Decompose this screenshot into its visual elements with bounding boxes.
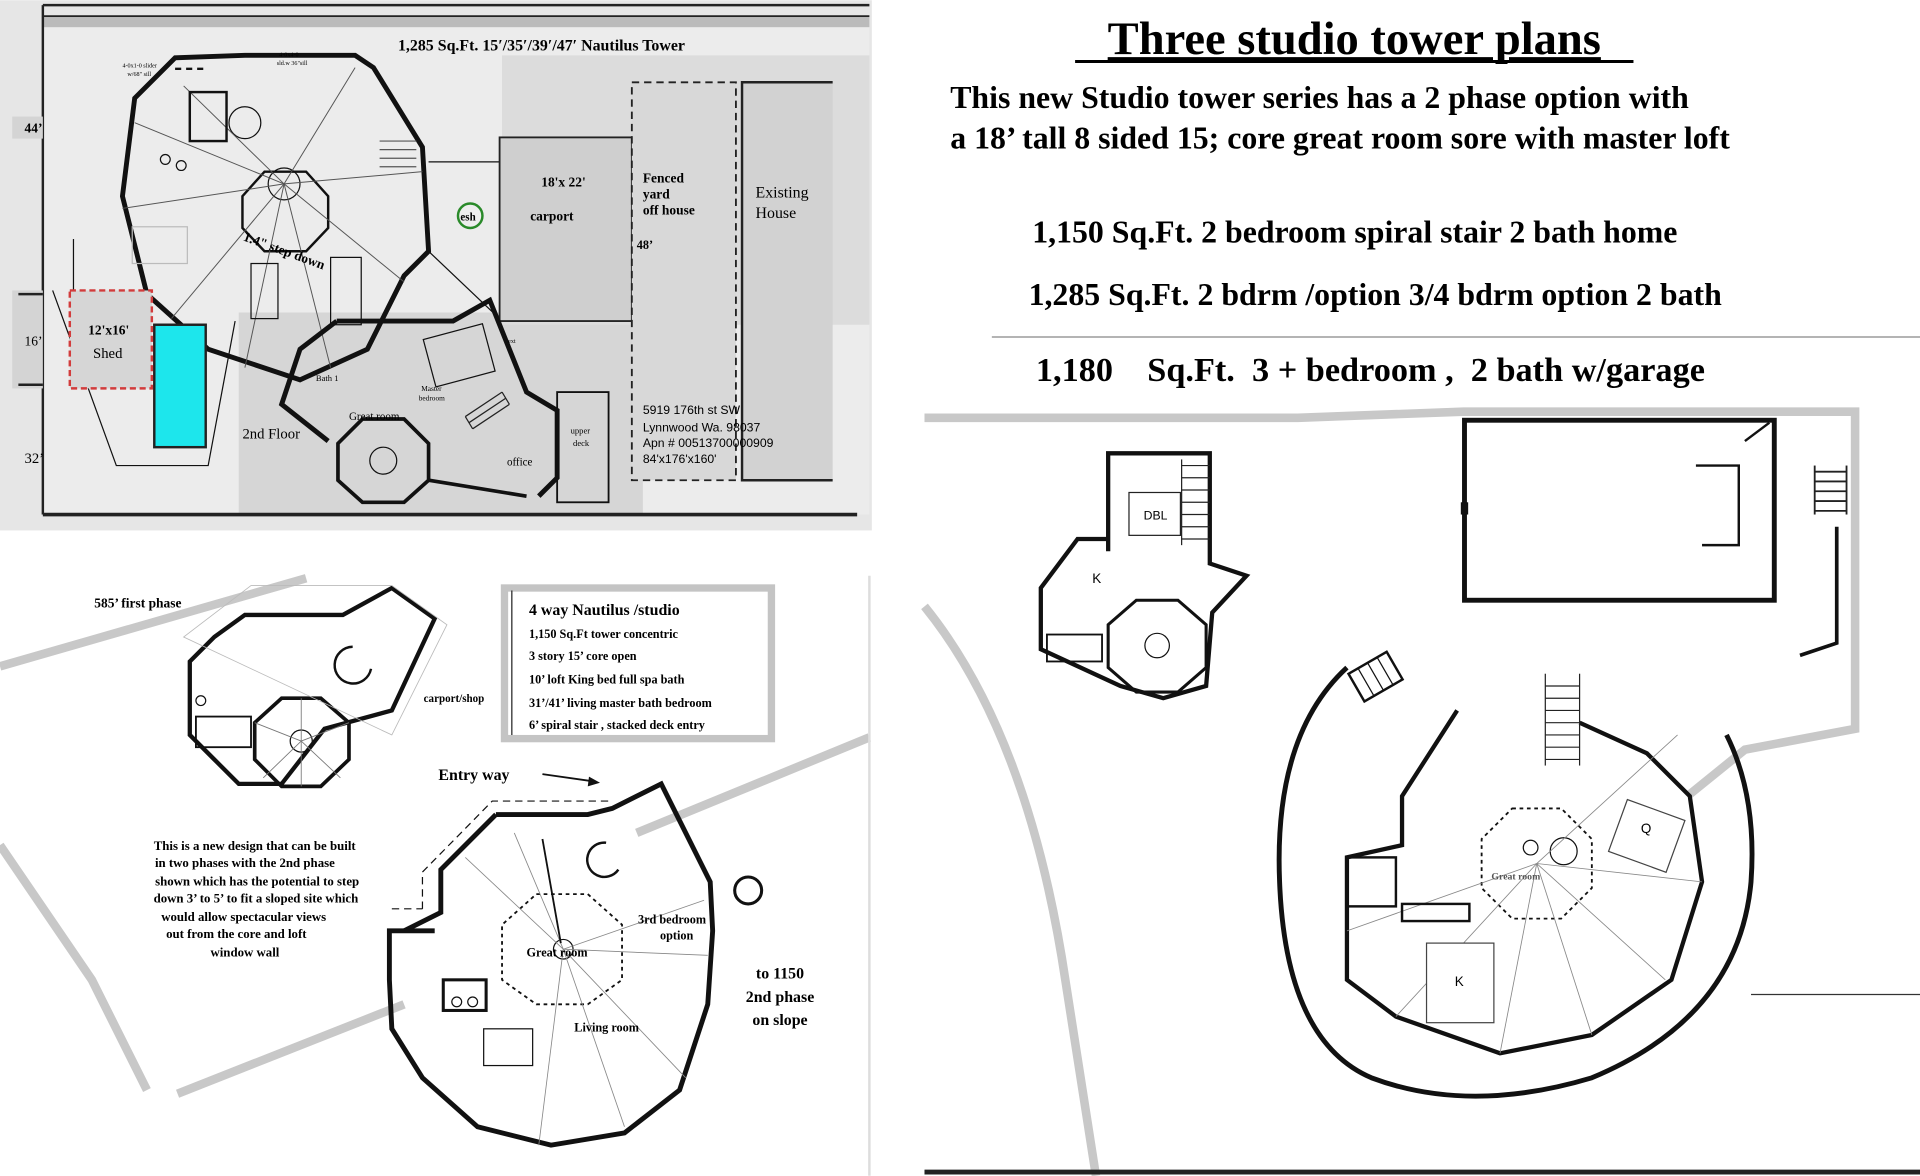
second-phase-plan: Great room 3rd bedroom option Living roo… — [386, 780, 764, 1148]
info-line-3: 10’ loft King bed full spa bath — [529, 673, 685, 687]
shed-size: 12'x16' — [88, 323, 129, 338]
small-tower-plan: DBL K — [1038, 451, 1251, 701]
great-room-label-garage: Great room — [1491, 871, 1540, 882]
carport-label: carport — [530, 209, 574, 224]
carport-size: 18'x 22' — [541, 174, 585, 189]
office-label: office — [507, 457, 533, 469]
description-line-2: in two phases with the 2nd phase — [155, 856, 335, 870]
intro-line-1: This new Studio tower series has a 2 pha… — [950, 80, 1689, 115]
info-line-1: 1,150 Sq.Ft tower concentric — [529, 627, 679, 641]
circle-marker-icon — [733, 875, 764, 906]
dim-48: 48’ — [637, 238, 653, 252]
k-small-label: K — [1092, 571, 1101, 586]
info-line-5: 6’ spiral stair , stacked deck entry — [529, 718, 705, 732]
header-panel: Three studio tower plans This new Studio… — [950, 14, 1920, 389]
address-line-1: 5919 176th st SW — [643, 403, 741, 417]
shed-outline — [68, 289, 154, 390]
upper-deck-line-2: deck — [573, 438, 590, 448]
plan-option-2: 1,285 Sq.Ft. 2 bdrm /option 3/4 bdrm opt… — [1029, 277, 1723, 312]
site-plan-panel: 1,285 Sq.Ft. 15′/35′/39′/47′ Nautilus To… — [0, 0, 872, 531]
info-box: 4 way Nautilus /studio 1,150 Sq.Ft tower… — [500, 584, 776, 743]
carport-outline — [498, 136, 633, 322]
intro-line-2: a 18’ tall 8 sided 15; core great room s… — [950, 120, 1730, 155]
plan-option-3: 1,180 Sq.Ft. 3 + bedroom , 2 bath w/gara… — [1036, 351, 1705, 389]
description-line-7: window wall — [210, 946, 279, 960]
master-bedroom-line-2: bedroom — [419, 394, 445, 403]
dbl-label: DBL — [1144, 508, 1168, 522]
q-label: Q — [1641, 821, 1651, 836]
description-line-3: shown which has the potential to step — [155, 875, 359, 889]
address-line-3: Apn # 00513700000909 — [643, 436, 774, 450]
entry-way-label: Entry way — [438, 767, 509, 784]
k-large-label: K — [1455, 974, 1464, 989]
existing-house-line-2: House — [756, 205, 797, 222]
garage-plan-panel: DBL K Q K Great room — [921, 407, 1920, 1176]
address-line-2: Lynnwood Wa. 98037 — [643, 420, 761, 434]
upper-deck-line-1: upper — [571, 426, 591, 436]
description-line-1: This is a new design that can be built — [154, 839, 357, 853]
second-phase-line-1: to 1150 — [756, 966, 804, 983]
third-bedroom-line-1: 3rd bedroom — [638, 913, 706, 927]
third-bedroom-line-2: option — [660, 928, 694, 942]
info-line-2: 3 story 15’ core open — [529, 649, 637, 663]
esh-label: esh — [460, 212, 475, 224]
master-bedroom-line-1: Master — [421, 384, 442, 393]
dim-44: 44’ — [24, 120, 42, 135]
description-line-5: would allow spectacular views — [161, 910, 326, 924]
info-box-title: 4 way Nautilus /studio — [529, 602, 680, 619]
entry-arrow-icon — [542, 773, 600, 787]
existing-house-outline — [740, 81, 833, 482]
large-tower-plan: Q K Great room — [1276, 650, 1755, 1099]
plan-option-1: 1,150 Sq.Ft. 2 bedroom spiral stair 2 ba… — [1032, 215, 1677, 250]
bath1-label: Bath 1 — [316, 373, 339, 383]
pool — [153, 323, 207, 449]
dim-16: 16’ — [24, 334, 42, 349]
site-plan-title: 1,285 Sq.Ft. 15′/35′/39′/47′ Nautilus To… — [398, 37, 685, 54]
existing-house-line-1: Existing — [756, 184, 809, 201]
slider-note-2: w/68" sill — [127, 72, 151, 78]
studio-plan-panel: 585’ first phase carport/shop 4 way Naut… — [0, 574, 872, 1176]
fenced-line-3: off house — [643, 203, 695, 218]
first-phase-plan — [182, 585, 448, 789]
dim-32: 32’ — [24, 451, 44, 467]
page-title: Three studio tower plans — [1108, 14, 1601, 65]
esh-icon — [456, 202, 484, 230]
great-room-label-2f: Great room — [349, 411, 400, 423]
address-block: 5919 176th st SW Lynnwood Wa. 98037 Apn … — [643, 403, 774, 466]
garage-outline — [1462, 417, 1777, 603]
first-phase-label: 585’ first phase — [94, 596, 181, 611]
fenced-yard-outline — [630, 81, 737, 482]
second-phase-line-3: on slope — [752, 1012, 807, 1029]
carport-shop-label: carport/shop — [424, 693, 485, 705]
description: This is a new design that can be built i… — [154, 839, 360, 960]
slider-note-1: 4-0x1-0 slider — [122, 64, 156, 70]
great-room-label: Great room — [527, 946, 588, 960]
ext-label: ext — [508, 339, 516, 345]
fenced-line-2: yard — [643, 187, 670, 202]
second-phase-line-2: 2nd phase — [746, 989, 815, 1006]
info-line-4: 31’/41’ living master bath bedroom — [529, 696, 712, 710]
description-line-4: down 3’ to 5’ to fit a sloped site which — [154, 892, 359, 906]
shed-label: Shed — [93, 346, 123, 362]
second-floor-label: 2nd Floor — [242, 427, 300, 443]
description-line-6: out from the core and loft — [166, 927, 307, 941]
second-floor-plan: 2nd Floor Bath 1 Master bedroom ext Grea… — [242, 296, 610, 505]
living-room-label: Living room — [574, 1020, 639, 1034]
fenced-line-1: Fenced — [643, 171, 685, 186]
window-note-1: 4-0x4-0 — [279, 53, 298, 59]
window-note-2: sld.w 36"sill — [277, 61, 308, 67]
address-line-4: 84'x176'x160' — [643, 452, 717, 466]
